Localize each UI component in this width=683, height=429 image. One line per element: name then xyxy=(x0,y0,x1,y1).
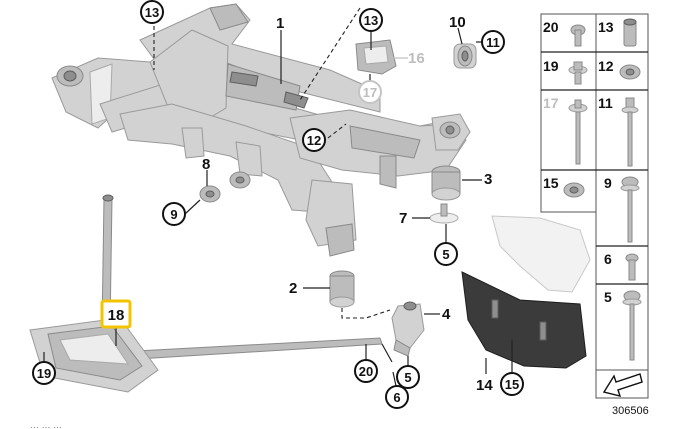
rubber-mounts-top xyxy=(355,39,477,75)
direction-arrow-icon xyxy=(595,369,649,399)
table-label-19: 19 xyxy=(543,58,559,74)
parts-table: 20 19 17 15 13 12 11 9 6 5 xyxy=(540,13,649,399)
thrust-plate-part-19 xyxy=(29,317,159,393)
callout-6: 6 xyxy=(393,390,400,405)
callout-20: 20 xyxy=(359,364,373,379)
highlight-box xyxy=(100,299,132,329)
callout-circle-17: 17 xyxy=(358,80,382,104)
callout-17: 17 xyxy=(363,85,377,100)
ghost-control-arm xyxy=(491,215,591,293)
callout-14: 14 xyxy=(476,377,493,394)
callout-circle-19: 19 xyxy=(32,361,56,385)
callout-18: 18 xyxy=(108,307,125,324)
mount-stack-3-7-5 xyxy=(429,165,461,224)
callout-19: 19 xyxy=(37,366,51,381)
callout-circle-15: 15 xyxy=(500,372,524,396)
long-bolt-icon-11 xyxy=(621,97,639,167)
long-bolt-icon-9 xyxy=(620,176,640,243)
callout-circle-5-lower: 5 xyxy=(396,365,420,389)
callout-13-right: 13 xyxy=(364,13,378,28)
bolt-icon-20 xyxy=(570,24,586,47)
image-number: 306506 xyxy=(612,405,649,417)
callout-1: 1 xyxy=(276,15,284,32)
callout-11: 11 xyxy=(486,35,500,50)
table-label-11: 11 xyxy=(598,95,613,111)
callout-18-highlight[interactable]: 18 xyxy=(100,299,132,329)
callout-circle-13-right: 13 xyxy=(359,8,383,32)
table-label-13: 13 xyxy=(598,19,614,35)
callout-4: 4 xyxy=(442,306,451,323)
callout-12: 12 xyxy=(307,133,321,148)
callout-15: 15 xyxy=(505,377,519,392)
callout-circle-11: 11 xyxy=(481,30,505,54)
flange-bolt-icon-19 xyxy=(568,61,588,85)
short-bolt-icon-6 xyxy=(625,253,639,281)
callout-7: 7 xyxy=(399,210,407,227)
nut-icon-15 xyxy=(563,182,585,198)
rear-axle-carrier xyxy=(51,3,471,257)
bracket-part-4 xyxy=(391,301,425,357)
footer-text: … … … xyxy=(30,420,62,429)
heat-shield-part-14 xyxy=(461,271,587,369)
callout-circle-6: 6 xyxy=(385,385,409,409)
callout-9: 9 xyxy=(170,207,177,222)
nut-icon-12 xyxy=(619,64,641,80)
callout-circle-12: 12 xyxy=(302,128,326,152)
callout-3: 3 xyxy=(484,171,492,188)
table-label-17: 17 xyxy=(543,95,559,111)
bushing-parts-8-9 xyxy=(199,171,251,203)
callout-2: 2 xyxy=(289,280,297,297)
table-label-9: 9 xyxy=(604,175,612,191)
table-label-20: 20 xyxy=(543,19,559,35)
table-label-5: 5 xyxy=(604,289,612,305)
callout-circle-13-left: 13 xyxy=(140,0,164,24)
callout-5-upper: 5 xyxy=(442,247,449,262)
callout-13-left: 13 xyxy=(145,5,159,20)
callout-circle-5-upper: 5 xyxy=(434,242,458,266)
callout-8: 8 xyxy=(202,156,210,173)
table-label-15: 15 xyxy=(543,175,559,191)
long-bolt-icon-17 xyxy=(568,99,588,165)
mount-part-2 xyxy=(329,270,355,308)
callout-circle-9: 9 xyxy=(162,202,186,226)
table-label-12: 12 xyxy=(598,58,614,74)
callout-16: 16 xyxy=(408,50,425,67)
callout-10: 10 xyxy=(449,14,466,31)
sleeve-icon-13 xyxy=(623,18,637,47)
callout-5-lower: 5 xyxy=(404,370,411,385)
long-bolt-icon-5 xyxy=(622,290,642,361)
callout-circle-20: 20 xyxy=(354,359,378,383)
leader-lines xyxy=(43,7,513,387)
table-label-6: 6 xyxy=(604,251,612,267)
